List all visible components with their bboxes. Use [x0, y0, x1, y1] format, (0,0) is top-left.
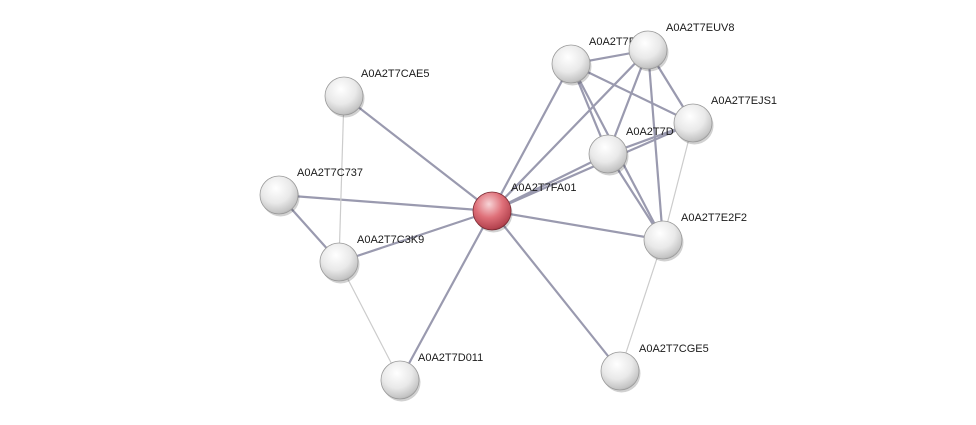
- protein-node[interactable]: [551, 44, 591, 84]
- node-label: A0A2T7EUV8: [666, 22, 734, 34]
- edge-a0a2t7euv8-a0a2t7e2f2: [646, 48, 665, 242]
- node-a0a2t7ejs1[interactable]: A0A2T7EJS1: [673, 95, 777, 145]
- edge-a0a2t7cae5-a0a2t7c3k9: [338, 95, 345, 263]
- protein-node[interactable]: [319, 242, 359, 282]
- node-label: A0A2T7D011: [418, 352, 483, 364]
- edge-a0a2t7fa01-a0a2t7cae5: [342, 94, 494, 213]
- protein-node[interactable]: [600, 351, 640, 391]
- edge-a0a2t7e2f2-a0a2t7cge5: [619, 239, 664, 372]
- protein-node[interactable]: [324, 76, 364, 116]
- edge-a0a2t7fa01-a0a2t7euv8: [490, 48, 650, 213]
- edge-a0a2t7ejs1-a0a2t7e2f2: [662, 122, 694, 241]
- protein-node[interactable]: [673, 103, 713, 143]
- node-label: A0A2T7D: [626, 126, 674, 138]
- node-a0a2t7euv8[interactable]: A0A2T7EUV8: [628, 22, 734, 72]
- edge-a0a2t7c3k9-a0a2t7d011: [338, 261, 401, 381]
- node-label: A0A2T7E2F2: [681, 212, 747, 224]
- edge-a0a2t7fa01-a0a2t7c3k9: [337, 209, 494, 264]
- edge-a0a2t7fa01-a0a2t7f7v5: [490, 62, 573, 213]
- node-label: A0A2T7C737: [297, 167, 363, 179]
- node-a0a2t7cge5[interactable]: A0A2T7CGE5: [600, 343, 709, 393]
- edge-a0a2t7fa01-a0a2t7e2f2: [490, 209, 665, 242]
- edge-a0a2t7fa01-a0a2t7d011: [398, 209, 494, 382]
- protein-node[interactable]: [588, 134, 628, 174]
- node-a0a2t7c3k9[interactable]: A0A2T7C3K9: [319, 234, 424, 284]
- query-protein-node[interactable]: [472, 191, 512, 231]
- node-label: A0A2T7FA01: [511, 182, 576, 194]
- protein-node[interactable]: [628, 30, 668, 70]
- protein-node[interactable]: [259, 175, 299, 215]
- node-a0a2t7cae5[interactable]: A0A2T7CAE5: [324, 68, 429, 118]
- node-a0a2t7e2f2[interactable]: A0A2T7E2F2: [643, 212, 747, 262]
- node-layer: A0A2T7FA01 A0A2T7CAE5A0A2T7C737A0A2T7C3K9…: [259, 22, 777, 402]
- node-a0a2t7c737[interactable]: A0A2T7C737: [259, 167, 363, 217]
- node-label: A0A2T7CAE5: [361, 68, 429, 80]
- edge-a0a2t7fa01-a0a2t7c737: [277, 193, 494, 213]
- node-label: A0A2T7C3K9: [357, 234, 424, 246]
- node-label: A0A2T7EJS1: [711, 95, 777, 107]
- edge-a0a2t7fa01-a0a2t7cge5: [490, 209, 622, 373]
- protein-node[interactable]: [380, 360, 420, 400]
- node-a0a2t7d011[interactable]: A0A2T7D011: [380, 352, 483, 402]
- node-label: A0A2T7CGE5: [639, 343, 709, 355]
- edge-a0a2t7fa01-a0a2t7ejs1: [490, 121, 695, 213]
- node-a0a2t7fa01[interactable]: A0A2T7FA01: [472, 182, 576, 233]
- node-a0a2t7d[interactable]: A0A2T7D: [588, 126, 674, 176]
- protein-node[interactable]: [643, 220, 683, 260]
